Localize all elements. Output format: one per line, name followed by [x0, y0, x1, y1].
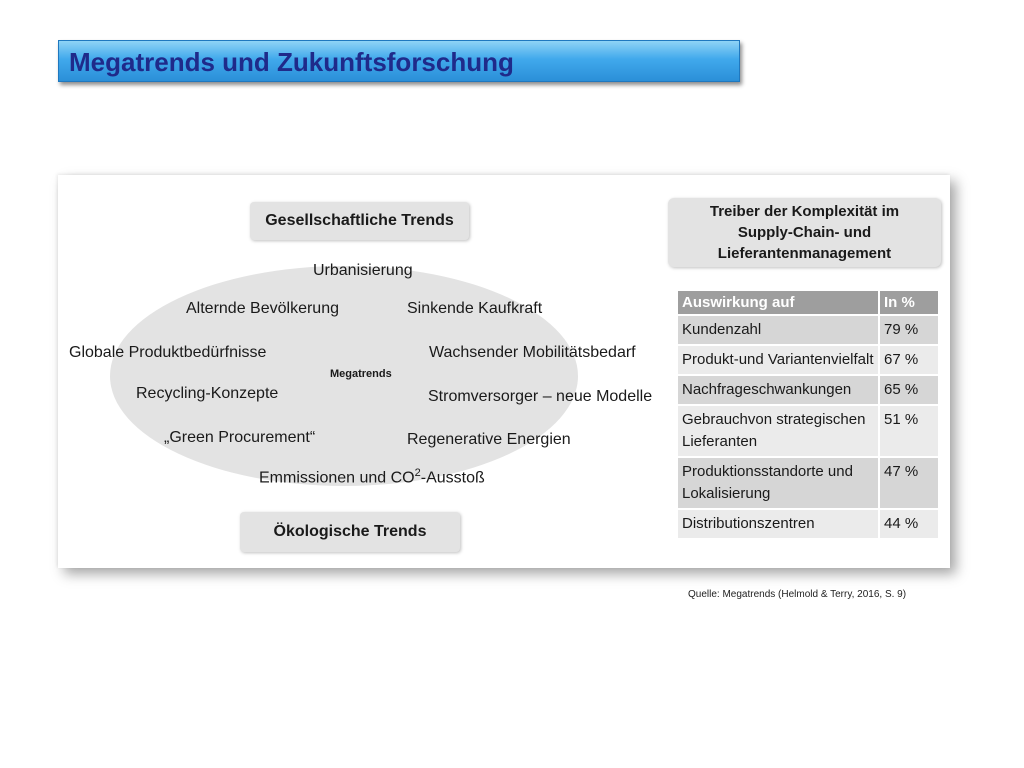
trend-recycling-konzepte: Recycling-Konzepte	[136, 385, 279, 402]
trend-green-procurement: „Green Procurement“	[164, 429, 316, 446]
row-value: 51 %	[878, 404, 940, 458]
row-label: Produktionsstandorte und Lokalisierung	[676, 456, 880, 510]
table-row: Distributionszentren 44 %	[676, 508, 940, 540]
impact-table: Auswirkung auf In % Kundenzahl 79 % Prod…	[676, 289, 940, 540]
trend-alternde-bevoelkerung: Alternde Bevölkerung	[186, 300, 339, 317]
social-trends-label: Gesellschaftliche Trends	[250, 202, 469, 240]
row-value: 65 %	[878, 374, 940, 406]
source-citation: Quelle: Megatrends (Helmold & Terry, 201…	[688, 589, 907, 600]
trend-stromversorger: Stromversorger – neue Modelle	[428, 388, 653, 405]
page-title: Megatrends und Zukunftsforschung	[69, 47, 514, 77]
trend-emissionen: Emmissionen und CO2-Ausstoß	[259, 467, 485, 487]
table-row: Gebrauchvon strategischen Lieferanten 51…	[676, 404, 940, 458]
table-row: Nachfrageschwankungen 65 %	[676, 374, 940, 406]
trend-urbanisierung: Urbanisierung	[313, 262, 413, 279]
table-row: Produktionsstandorte und Lokalisierung 4…	[676, 456, 940, 510]
row-value: 67 %	[878, 344, 940, 376]
header-percent: In %	[878, 289, 940, 316]
trend-mobilitaetsbedarf: Wachsender Mobilitätsbedarf	[429, 344, 636, 361]
table-row: Kundenzahl 79 %	[676, 314, 940, 346]
row-label: Kundenzahl	[676, 314, 880, 346]
trend-regenerative-energien: Regenerative Energien	[407, 431, 571, 448]
trend-globale-produktbeduerfnisse: Globale Produktbedürfnisse	[69, 344, 267, 361]
table-header-row: Auswirkung auf In %	[676, 289, 940, 316]
ecological-trends-label: Ökologische Trends	[240, 512, 460, 552]
row-value: 79 %	[878, 314, 940, 346]
row-label: Produkt-und Variantenvielfalt	[676, 344, 880, 376]
row-label: Distributionszentren	[676, 508, 880, 540]
megatrends-center-label: Megatrends	[330, 368, 392, 380]
complexity-drivers-box: Treiber der Komplexität im Supply-Chain-…	[668, 198, 941, 267]
row-value: 44 %	[878, 508, 940, 540]
header-auswirkung: Auswirkung auf	[676, 289, 880, 316]
row-label: Gebrauchvon strategischen Lieferanten	[676, 404, 880, 458]
title-bar: Megatrends und Zukunftsforschung	[58, 40, 740, 82]
trend-sinkende-kaufkraft: Sinkende Kaufkraft	[407, 300, 543, 317]
row-label: Nachfrageschwankungen	[676, 374, 880, 406]
megatrends-figure: Gesellschaftliche Trends Ökologische Tre…	[58, 175, 950, 568]
megatrends-ellipse	[110, 266, 578, 486]
table-row: Produkt-und Variantenvielfalt 67 %	[676, 344, 940, 376]
row-value: 47 %	[878, 456, 940, 510]
